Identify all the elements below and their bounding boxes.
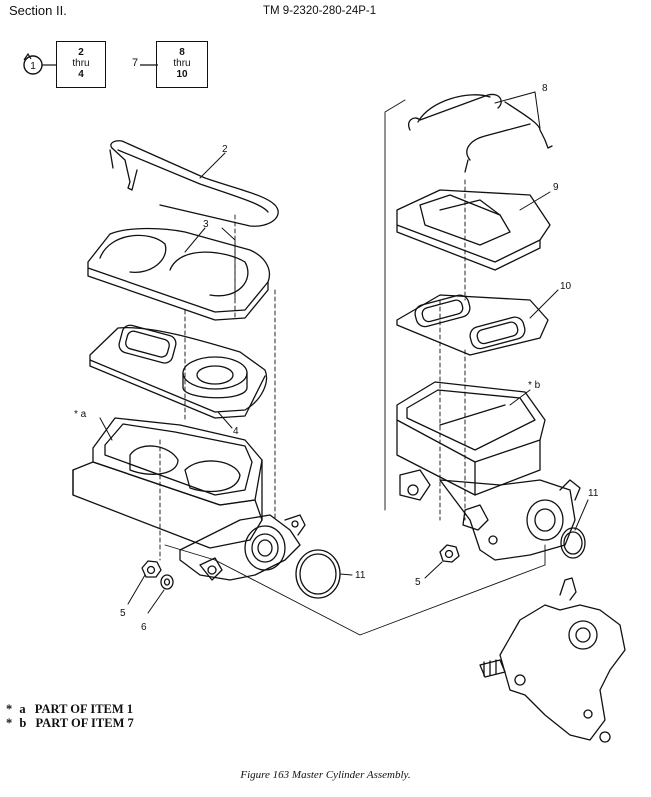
callout-11-left: 11 (355, 570, 366, 581)
ref-range-end: 4 (78, 69, 84, 80)
legend-item-b: * b PART OF ITEM 7 (6, 716, 134, 731)
section-label: Section II. (9, 3, 67, 18)
tm-number: TM 9-2320-280-24P-1 (263, 5, 377, 17)
ref-callout-7: 7 (131, 57, 139, 69)
callout-8: 8 (542, 83, 548, 94)
legend-item-a: * a PART OF ITEM 1 (6, 702, 133, 717)
callout-9: 9 (553, 182, 559, 193)
legend-text: PART OF ITEM 1 (34, 702, 134, 716)
alignment-lines-right (439, 179, 466, 521)
ref-range-thru: thru (173, 58, 191, 69)
ref-range-end: 10 (176, 69, 188, 80)
legend-marker: * (6, 716, 13, 730)
callout-3: 3 (203, 219, 209, 230)
callout-4: 4 (233, 426, 239, 437)
legend-letter: a (19, 702, 26, 716)
leader-line (140, 64, 158, 66)
ref-range-start: 2 (78, 47, 84, 58)
callout-11-right: 11 (588, 488, 599, 499)
legend-marker: * (6, 702, 13, 716)
ref-callout-1: 1 (30, 61, 36, 72)
ref-range-thru: thru (72, 58, 90, 69)
ref-range-start: 8 (179, 47, 185, 58)
legend-text: PART OF ITEM 7 (35, 716, 134, 730)
callout-a: * a (74, 409, 87, 420)
legend-letter: b (19, 716, 27, 730)
callout-6: 6 (141, 622, 147, 633)
callout-circle-icon: 1 (23, 52, 56, 75)
callout-b: * b (528, 380, 541, 391)
callout-5-right: 5 (415, 577, 421, 588)
callout-2: 2 (222, 144, 228, 155)
figure-caption: Figure 163 Master Cylinder Assembly. (240, 769, 411, 781)
callout-10: 10 (560, 281, 572, 292)
callout-5-left: 5 (120, 608, 126, 619)
